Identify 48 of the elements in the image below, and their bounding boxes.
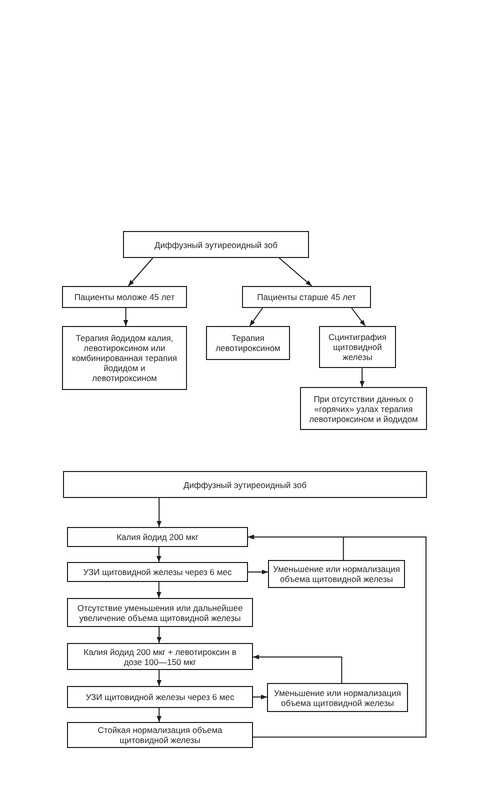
process-box (67, 643, 253, 670)
process-box (67, 562, 248, 582)
process-box (300, 387, 427, 430)
step-text: Пациенты моложе 45 лет (74, 292, 175, 302)
arrow (156, 546, 162, 562)
arrow (252, 654, 342, 684)
arrow (123, 308, 128, 326)
process-box (319, 326, 396, 368)
process-box (63, 471, 427, 498)
process-box (67, 527, 248, 547)
arrow (156, 708, 162, 722)
process-box (123, 231, 309, 258)
step-text: УЗИ щитовидной железы через 6 мес (83, 567, 232, 577)
arrow (248, 570, 268, 574)
process-box (206, 326, 290, 360)
process-box (67, 722, 253, 748)
step-text: Отсутствие уменьшения или дальнейшее увеличение объема щитовидной железы (76, 602, 244, 622)
step-text: Калия йодид 200 мкг + левотироксин в дозе 100—150 мкг (82, 646, 238, 666)
arrow (156, 626, 162, 644)
process-box (62, 326, 187, 390)
arrow (156, 498, 162, 528)
process-box (67, 686, 253, 708)
step-text: УЗИ щитовидной железы через 6 мес (86, 692, 234, 702)
arrow (156, 582, 162, 598)
step-text: Терапия йодидом калия, левотироксином или комбинированная терапия йодидом и левотироксином (72, 333, 177, 383)
arrow (249, 308, 264, 326)
arrow (278, 258, 312, 286)
step-text: Сцинтиграфия щитовидной железы (328, 332, 388, 362)
step-text: Диффузный эутиреоидный зоб (184, 480, 306, 490)
arrow (252, 694, 268, 700)
process-box (268, 560, 405, 588)
process-box (242, 286, 371, 308)
arrow (351, 308, 366, 326)
step-text: Уменьшение или нормализация объема щитовидной железы (273, 688, 402, 708)
step-text: Стойкая нормализация объема щитовидной железы (96, 725, 224, 745)
step-text: Пациенты старше 45 лет (257, 292, 356, 302)
arrow (156, 670, 162, 686)
process-box (62, 286, 187, 308)
step-text: Уменьшение или нормализация объема щитовидной железы (273, 564, 400, 584)
arrow (248, 534, 426, 738)
step-text: При отсутствии данных о «горячих» узлах терапия левотироксином и йодидом (308, 394, 419, 424)
arrow (360, 368, 364, 388)
step-text: Терапия левотироксином (214, 333, 282, 353)
process-box (267, 683, 408, 712)
step-text: Диффузный эутиреоидный зоб (154, 240, 278, 250)
step-text: Калия йодид 200 мкг (116, 532, 198, 542)
process-box (67, 598, 253, 627)
arrow (128, 258, 154, 286)
